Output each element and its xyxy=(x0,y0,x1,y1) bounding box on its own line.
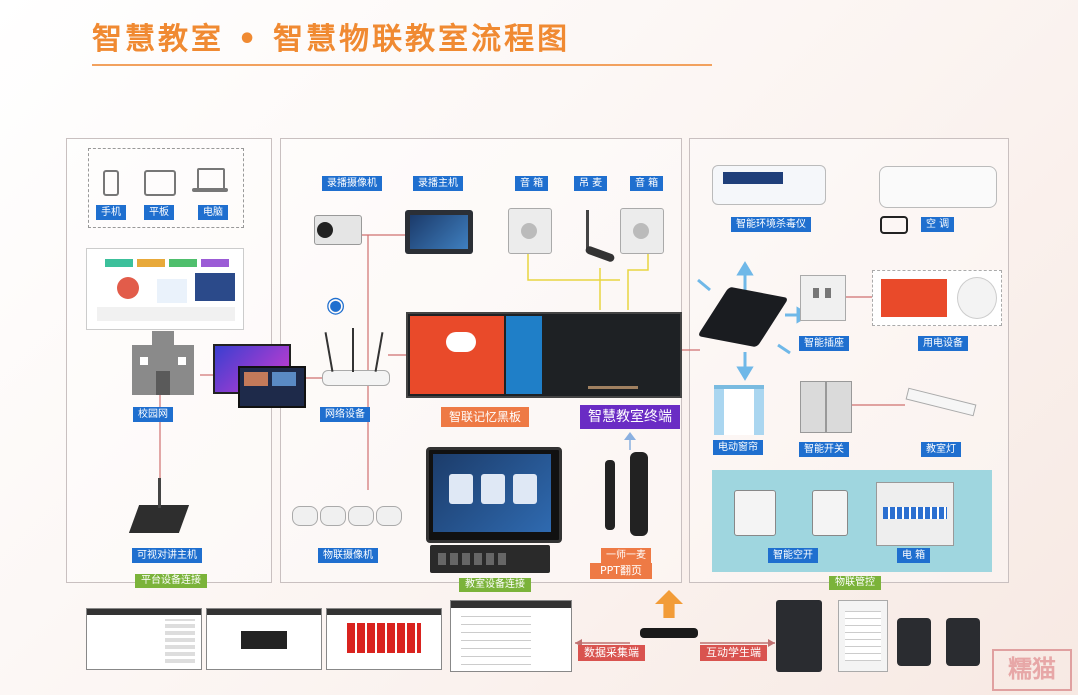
collection-screen-4 xyxy=(450,600,572,672)
ppt-pager-label: PPT翻页 xyxy=(590,563,652,579)
intercom-host-icon xyxy=(128,505,190,533)
page-title: 智慧教室 • 智慧物联教室流程图 xyxy=(92,22,571,57)
campus-network-label: 校园网 xyxy=(133,407,173,422)
teacher-mic-icon xyxy=(605,460,615,530)
sterilizer-label: 智能环境杀毒仪 xyxy=(731,217,811,232)
appliances-label: 用电设备 xyxy=(918,336,968,351)
curtain-label: 电动窗帘 xyxy=(713,440,763,455)
smart-terminal-label: 智慧教室终端 xyxy=(580,405,680,429)
smart-breaker-icon-2 xyxy=(812,490,848,536)
curtain-icon xyxy=(714,385,764,435)
classroom-light-label: 教室灯 xyxy=(921,442,961,457)
speaker-right-icon xyxy=(620,208,664,254)
smart-blackboard xyxy=(406,312,682,398)
smart-breaker-label: 智能空开 xyxy=(768,548,818,563)
device-label-computer: 电脑 xyxy=(198,205,228,220)
recording-camera-icon xyxy=(314,215,362,245)
smart-breaker-icon-1 xyxy=(734,490,776,536)
router-icon xyxy=(322,370,390,386)
platform-connection-label: 平台设备连接 xyxy=(135,574,207,588)
speaker-left-label: 音 箱 xyxy=(515,176,549,191)
intercom-host-label: 可视对讲主机 xyxy=(132,548,202,563)
classroom-control-panel xyxy=(426,447,562,543)
bottom-router-icon xyxy=(640,628,698,638)
collection-screen-2 xyxy=(206,608,322,670)
device-label-tablet: 平板 xyxy=(144,205,174,220)
teacher-mic-label: 一师一麦 xyxy=(601,548,651,563)
classroom-device-connection-label: 教室设备连接 xyxy=(459,578,531,592)
plug-icon xyxy=(880,216,908,234)
recording-host-label: 录播主机 xyxy=(413,176,463,191)
air-conditioner-label: 空 调 xyxy=(921,217,955,232)
speaker-right-label: 音 箱 xyxy=(630,176,664,191)
intercom-mic-stem xyxy=(158,478,161,508)
smart-socket-icon xyxy=(800,275,846,321)
smart-socket-label: 智能插座 xyxy=(799,336,849,351)
student-terminal-icon xyxy=(776,600,822,672)
clicker-device-icon-1 xyxy=(897,618,931,666)
tablet-icon xyxy=(144,170,176,196)
terminal-devices-box xyxy=(88,148,244,228)
monitor-display-2 xyxy=(238,366,306,408)
switch-hub-icon xyxy=(430,545,550,573)
electric-box-label: 电 箱 xyxy=(897,548,931,563)
title-underline xyxy=(92,64,712,66)
iot-camera-group xyxy=(292,500,404,534)
smart-switch-icon xyxy=(800,381,852,433)
recording-camera-label: 录播摄像机 xyxy=(322,176,382,191)
hanging-mic-label: 吊 麦 xyxy=(574,176,608,191)
iot-camera-label: 物联摄像机 xyxy=(318,548,378,563)
clicker-device-icon-2 xyxy=(946,618,980,666)
electric-box-icon xyxy=(876,482,954,546)
recording-host-icon xyxy=(405,210,473,254)
memory-blackboard-label: 智联记忆黑板 xyxy=(441,407,530,427)
writing-pad-icon xyxy=(838,600,888,672)
network-device-label: 网络设备 xyxy=(320,407,370,422)
collection-screen-1 xyxy=(86,608,202,670)
collection-screen-3 xyxy=(326,608,442,670)
appliances-box xyxy=(872,270,1002,326)
watermark-logo: 糯猫 xyxy=(992,649,1072,691)
data-collection-label: 数据采集端 xyxy=(578,645,645,661)
iot-control-label: 物联管控 xyxy=(829,576,881,590)
speaker-left-icon xyxy=(508,208,552,254)
laptop-icon xyxy=(197,168,225,190)
ppt-pager-icon xyxy=(630,452,648,536)
device-label-phone: 手机 xyxy=(96,205,126,220)
school-building-icon xyxy=(132,331,194,395)
student-interaction-label: 互动学生端 xyxy=(700,645,767,661)
air-conditioner-icon xyxy=(879,166,997,208)
hanging-mic-icon xyxy=(586,210,589,250)
smart-switch-label: 智能开关 xyxy=(799,442,849,457)
platform-dashboard xyxy=(86,248,244,330)
wifi-icon: ◉ xyxy=(326,293,346,318)
router-antenna-2 xyxy=(352,328,354,372)
laptop-base xyxy=(192,188,228,192)
phone-icon xyxy=(103,170,119,196)
sterilizer-icon xyxy=(712,165,826,205)
